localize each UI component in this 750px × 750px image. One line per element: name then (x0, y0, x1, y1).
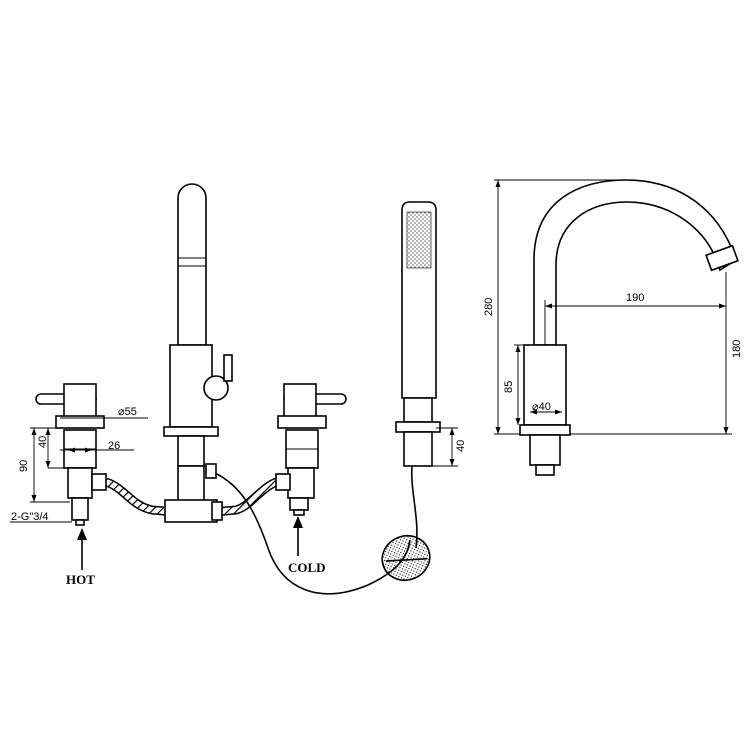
cold-valve-stem (287, 467, 315, 499)
hot-valve-head (63, 383, 97, 419)
side-view-spout-arc (533, 179, 737, 346)
centre-spout (163, 183, 233, 523)
hot-inlet-connector (71, 497, 89, 521)
hot-valve-elbow (91, 473, 107, 491)
hand-shower-flange (395, 421, 441, 433)
spout-body-diameter-label: ⌀40 (532, 401, 551, 413)
side-view-spout-shank (529, 434, 561, 466)
left-valve-offset-label: 26 (108, 440, 120, 452)
diverter-handle (223, 354, 233, 382)
cold-inlet-nut (293, 509, 305, 516)
cold-valve-flange (277, 415, 327, 429)
left-valve-height-label: 40 (37, 436, 49, 448)
cold-valve-head (283, 383, 317, 419)
left-valve-diameter-label: ⌀55 (118, 406, 137, 418)
hand-shower-spray-face (406, 211, 432, 269)
spout-height-label: 280 (483, 298, 495, 316)
shower-hose-outlet (205, 463, 217, 479)
left-dimension-lines (10, 417, 303, 570)
hot-valve-stem (67, 467, 93, 499)
hot-valve (35, 383, 107, 526)
side-view-spout-nut (535, 464, 555, 476)
side-view-dimension-lines (494, 179, 732, 435)
cold-valve (275, 383, 347, 516)
hand-shower-shank (403, 431, 433, 467)
side-view-spout-outlet (705, 244, 739, 272)
braided-hose-cold (213, 475, 285, 517)
centre-spout-flange (163, 426, 219, 437)
shower-hose-weight (381, 534, 431, 582)
thread-spec-label: 2-G"3/4 (11, 511, 49, 523)
hot-label: HOT (66, 572, 95, 587)
spout-reach-label: 190 (626, 292, 644, 304)
hand-shower (395, 201, 441, 467)
spout-outlet-height-label: 180 (731, 340, 743, 358)
hot-inlet-nut (75, 519, 85, 526)
centre-t-nut-right (211, 501, 223, 521)
side-view-spout (519, 179, 739, 476)
cold-inlet-connector (289, 497, 309, 511)
centre-spout-shank (177, 435, 205, 467)
handshower-base-height-label: 40 (455, 440, 467, 452)
handshower-dimension-lines (432, 427, 458, 467)
side-view-spout-flange (519, 424, 571, 436)
side-view-spout-body (523, 344, 567, 426)
left-total-height-label: 90 (18, 460, 30, 472)
centre-t-connector (164, 499, 218, 523)
centre-spout-lower-body (177, 465, 205, 503)
braided-hose-hot (104, 477, 177, 517)
hot-valve-flange (55, 415, 105, 429)
diverter-knob (203, 375, 229, 401)
centre-spout-tube (177, 183, 207, 346)
spout-body-height-label: 85 (503, 381, 515, 393)
hand-shower-holder (403, 397, 433, 423)
cold-valve-elbow (275, 473, 291, 491)
cold-label: COLD (288, 560, 326, 575)
